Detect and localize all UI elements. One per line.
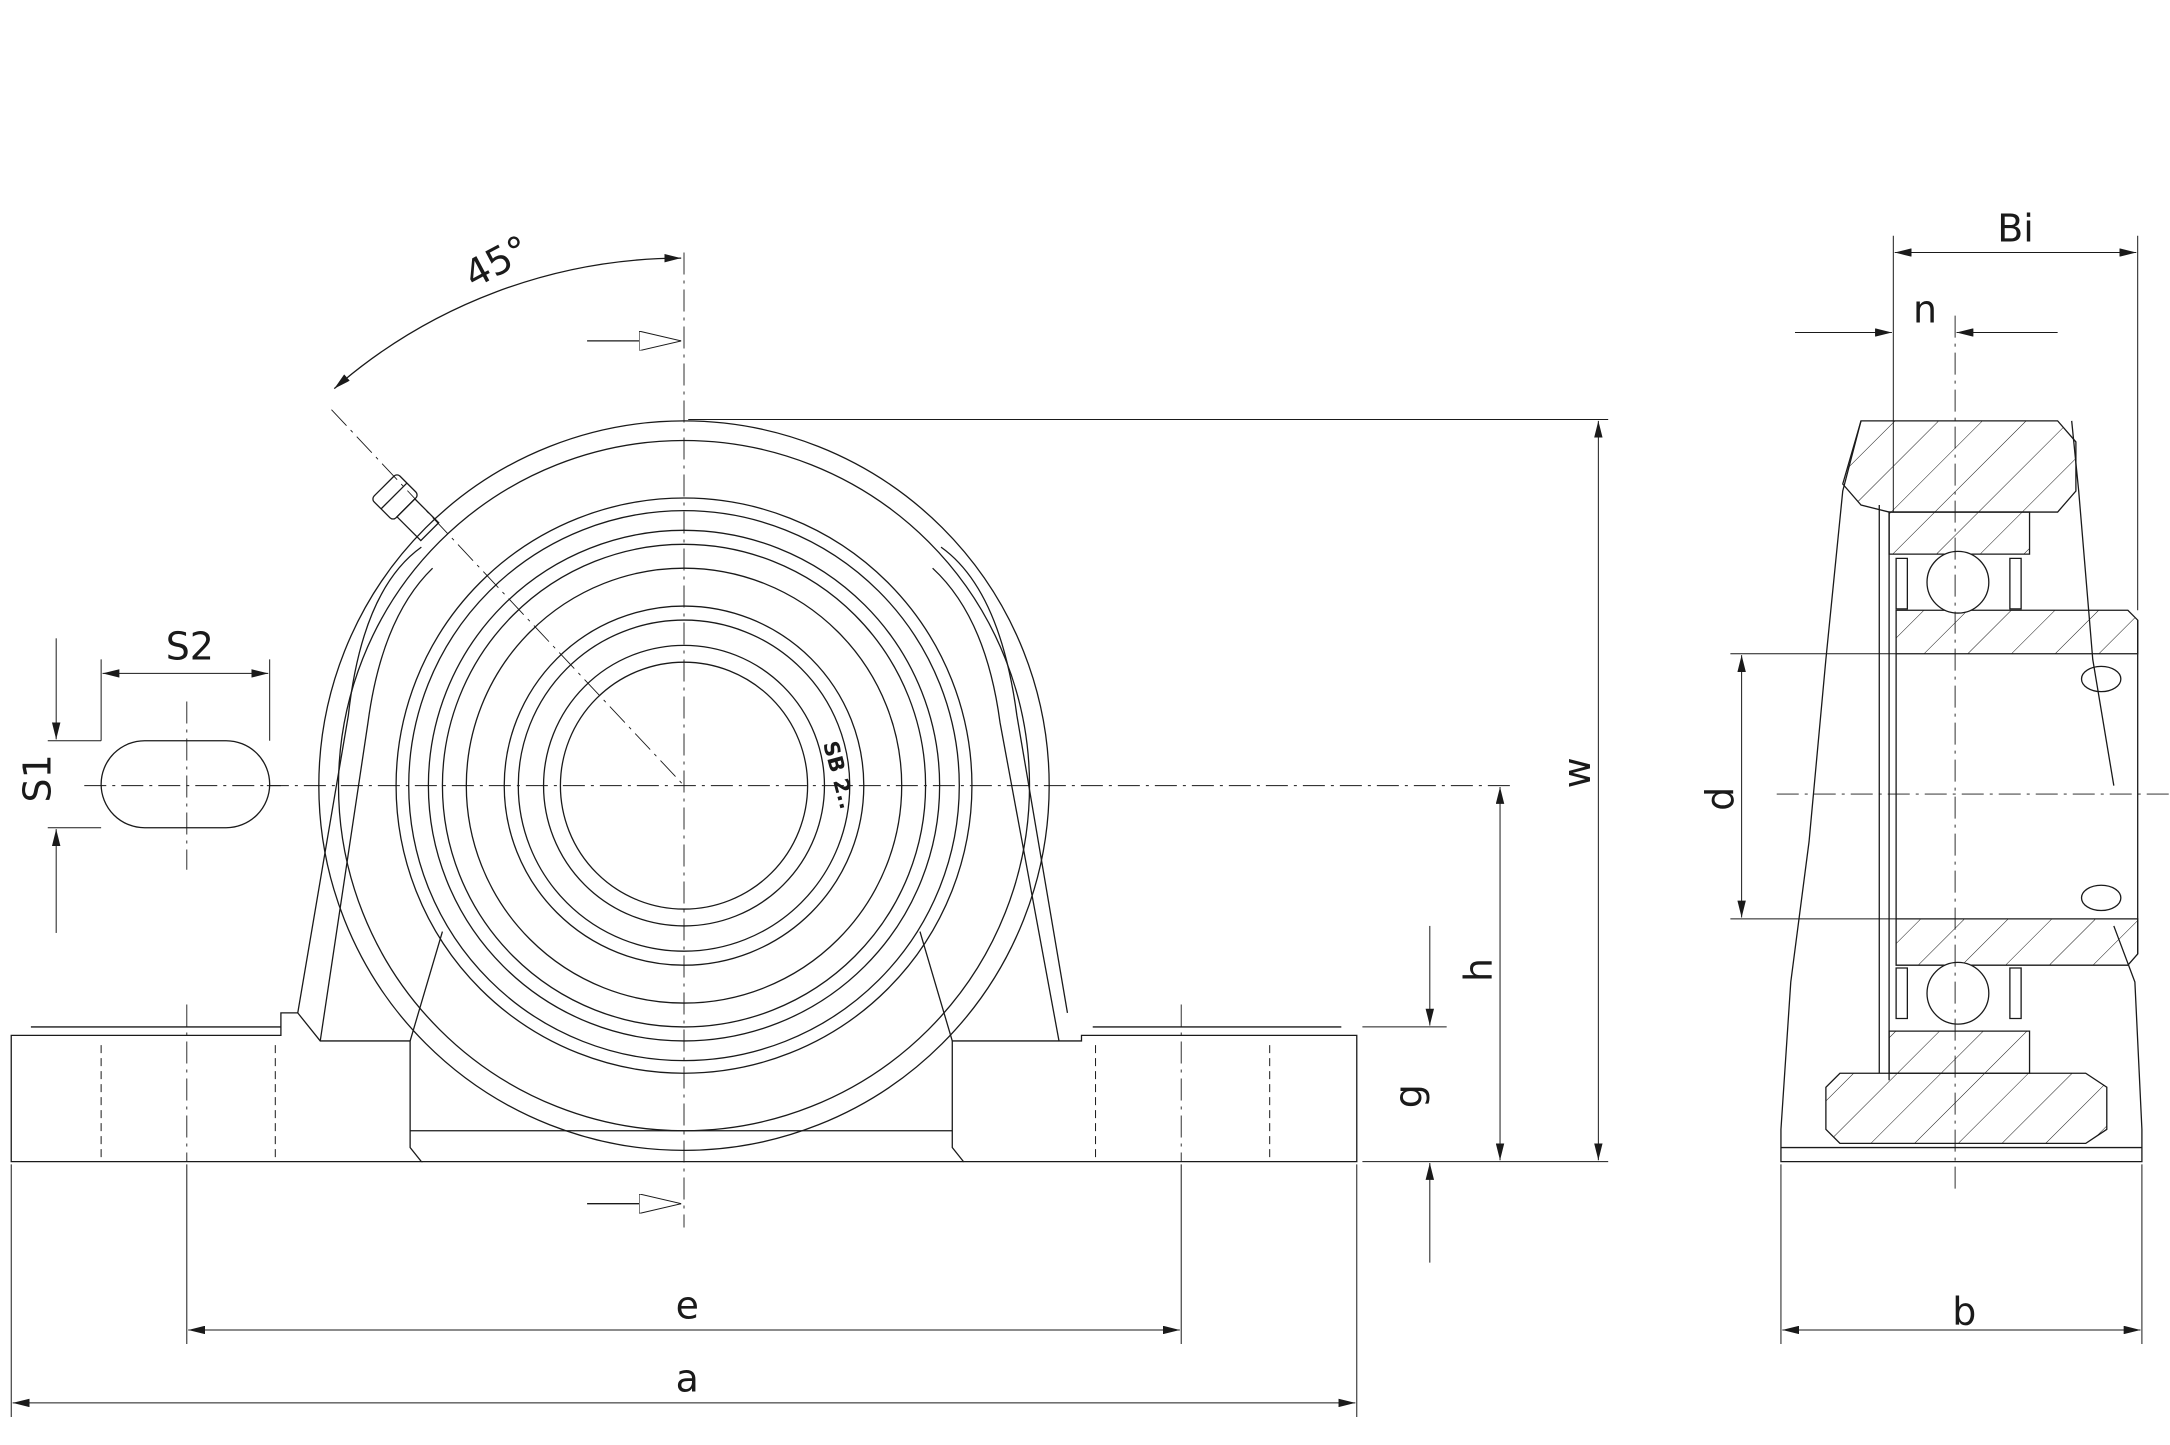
outer-ring-bottom [1889,1031,2029,1073]
b-label: b [1952,1289,1976,1333]
housing-leg-left-inner [320,568,432,1041]
centre-lines [84,253,1510,1228]
ball-top [1927,551,1989,613]
a-label: a [676,1357,699,1401]
housing-side-outline [1781,421,2142,1162]
housing-base-right [952,1035,1357,1161]
g-label: g [1386,1084,1430,1108]
set-screw-top [2082,666,2121,691]
side-view [1730,236,2170,1344]
housing-leg-right-inner [933,568,1059,1041]
s1-label: S1 [16,754,60,802]
grease-nipple [371,473,443,544]
slot-hole [101,741,270,828]
w-label: w [1555,757,1599,788]
inner-ring-top [1896,610,2138,653]
housing-leg-left [298,547,422,1013]
housing-leg-right [941,547,1067,1013]
front-view [11,253,1608,1417]
base-hole-left [101,1045,275,1159]
set-screw-bottom [2082,885,2121,910]
housing-section-top [1843,421,2076,512]
ball-bottom [1927,962,1989,1024]
angle-dimension-arc [334,253,681,388]
inner-ring-bottom [1896,919,2138,965]
angle-label: 45° [457,227,537,297]
s2-label: S2 [166,624,214,668]
housing-base [11,1013,421,1162]
n-label: n [1913,288,1937,332]
outer-ring-top [1889,512,2029,554]
housing-section-bottom [1826,1073,2107,1143]
bi-label: Bi [1997,206,2034,250]
h-label: h [1457,958,1501,982]
d-label: d [1698,787,1742,811]
base-hole-right [1096,1045,1270,1159]
e-label: e [676,1284,699,1328]
